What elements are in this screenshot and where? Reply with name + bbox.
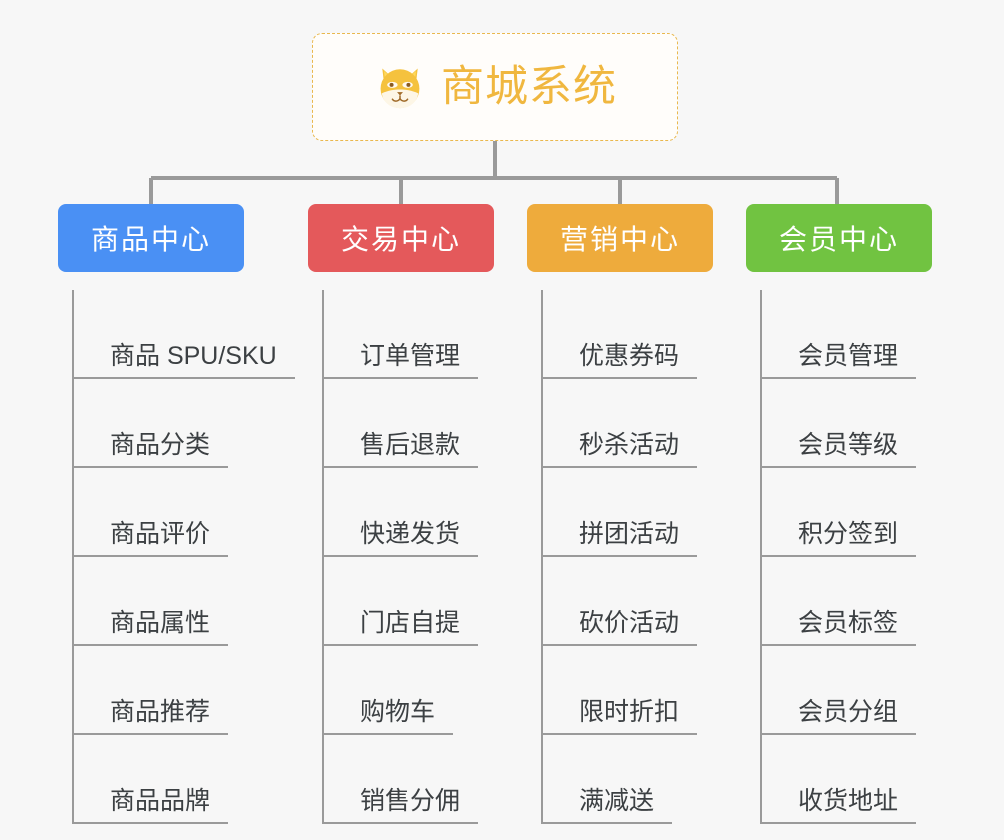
leaf-label: 拼团活动: [543, 520, 698, 557]
branch-header-marketing-center[interactable]: 营销中心: [527, 204, 713, 272]
leaf-label: 砍价活动: [543, 609, 698, 646]
list-item[interactable]: 秒杀活动: [543, 379, 713, 468]
branch-product-center: 商品中心 商品 SPU/SKU 商品分类 商品评价 商品属性 商品推荐 商品品牌: [58, 204, 295, 824]
leaf-label: 门店自提: [324, 609, 479, 646]
branch-label: 营销中心: [559, 224, 680, 255]
leaf-label: 优惠券码: [543, 342, 698, 379]
list-item[interactable]: 砍价活动: [543, 557, 713, 646]
leaf-label: 收货地址: [762, 787, 917, 824]
leaf-label: 购物车: [324, 698, 454, 735]
list-item[interactable]: 快递发货: [324, 468, 494, 557]
branch-marketing-center: 营销中心 优惠券码 秒杀活动 拼团活动 砍价活动 限时折扣 满减送: [527, 204, 713, 824]
root-node[interactable]: 商城系统: [312, 33, 678, 141]
leaf-label: 商品品牌: [74, 787, 229, 824]
leaf-label: 商品属性: [74, 609, 229, 646]
leaf-label: 快递发货: [324, 520, 479, 557]
list-item[interactable]: 商品分类: [74, 379, 295, 468]
leaf-label: 销售分佣: [324, 787, 479, 824]
list-item[interactable]: 限时折扣: [543, 646, 713, 735]
list-item[interactable]: 商品 SPU/SKU: [74, 290, 295, 379]
list-item[interactable]: 会员等级: [762, 379, 932, 468]
list-item[interactable]: 商品推荐: [74, 646, 295, 735]
leaf-list-member-center: 会员管理 会员等级 积分签到 会员标签 会员分组 收货地址: [760, 290, 932, 824]
branch-header-product-center[interactable]: 商品中心: [58, 204, 244, 272]
list-item[interactable]: 会员管理: [762, 290, 932, 379]
leaf-label: 售后退款: [324, 431, 479, 468]
root-title: 商城系统: [441, 62, 617, 111]
list-item[interactable]: 订单管理: [324, 290, 494, 379]
leaf-list-product-center: 商品 SPU/SKU 商品分类 商品评价 商品属性 商品推荐 商品品牌: [72, 290, 295, 824]
leaf-label: 会员等级: [762, 431, 917, 468]
list-item[interactable]: 商品属性: [74, 557, 295, 646]
leaf-label: 订单管理: [324, 342, 479, 379]
leaf-label: 商品推荐: [74, 698, 229, 735]
list-item[interactable]: 商品品牌: [74, 735, 295, 824]
leaf-label: 会员分组: [762, 698, 917, 735]
leaf-label: 商品分类: [74, 431, 229, 468]
leaf-label: 会员管理: [762, 342, 917, 379]
branch-member-center: 会员中心 会员管理 会员等级 积分签到 会员标签 会员分组 收货地址: [746, 204, 932, 824]
branch-trade-center: 交易中心 订单管理 售后退款 快递发货 门店自提 购物车 销售分佣: [308, 204, 494, 824]
leaf-label: 限时折扣: [543, 698, 698, 735]
list-item[interactable]: 收货地址: [762, 735, 932, 824]
list-item[interactable]: 购物车: [324, 646, 494, 735]
leaf-label: 会员标签: [762, 609, 917, 646]
list-item[interactable]: 销售分佣: [324, 735, 494, 824]
branch-header-member-center[interactable]: 会员中心: [746, 204, 932, 272]
list-item[interactable]: 优惠券码: [543, 290, 713, 379]
list-item[interactable]: 拼团活动: [543, 468, 713, 557]
branch-label: 商品中心: [90, 224, 211, 255]
leaf-list-marketing-center: 优惠券码 秒杀活动 拼团活动 砍价活动 限时折扣 满减送: [541, 290, 713, 824]
leaf-label: 满减送: [543, 787, 673, 824]
list-item[interactable]: 商品评价: [74, 468, 295, 557]
list-item[interactable]: 会员标签: [762, 557, 932, 646]
branch-label: 交易中心: [340, 224, 461, 255]
branch-label: 会员中心: [778, 224, 899, 255]
leaf-label: 秒杀活动: [543, 431, 698, 468]
leaf-list-trade-center: 订单管理 售后退款 快递发货 门店自提 购物车 销售分佣: [322, 290, 494, 824]
list-item[interactable]: 满减送: [543, 735, 713, 824]
list-item[interactable]: 门店自提: [324, 557, 494, 646]
branch-header-trade-center[interactable]: 交易中心: [308, 204, 494, 272]
list-item[interactable]: 会员分组: [762, 646, 932, 735]
list-item[interactable]: 积分签到: [762, 468, 932, 557]
leaf-label: 积分签到: [762, 520, 917, 557]
shiba-dog-face-icon: [380, 68, 420, 109]
leaf-label: 商品评价: [74, 520, 229, 557]
list-item[interactable]: 售后退款: [324, 379, 494, 468]
leaf-label: 商品 SPU/SKU: [74, 342, 295, 379]
